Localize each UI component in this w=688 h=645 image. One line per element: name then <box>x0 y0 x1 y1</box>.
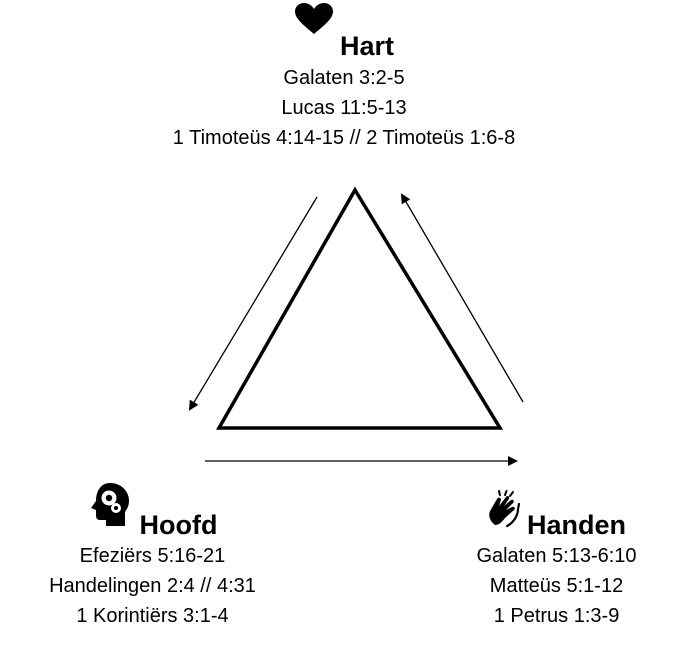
bible-reference: Efeziërs 5:16-21 <box>79 545 226 567</box>
bible-reference: Lucas 11:5-13 <box>281 97 407 119</box>
node-hoofd-title: Hoofd <box>0 483 305 539</box>
node-handen-label: Handen <box>526 510 626 540</box>
arrow-hart-to-hoofd <box>188 196 318 411</box>
bible-reference: Matteüs 5:1-12 <box>489 575 624 597</box>
node-hart-label: Hart <box>339 31 394 61</box>
node-handen-refs: Galaten 5:13-6:10 Matteüs 5:1-12 1 Petru… <box>425 541 688 631</box>
node-handen: Handen Galaten 5:13-6:10 Matteüs 5:1-12 … <box>425 483 688 631</box>
heart-icon <box>294 3 334 40</box>
arrow-handen-to-hart <box>400 193 524 403</box>
bible-reference: 1 Timoteüs 4:14-15 // 2 Timoteüs 1:6-8 <box>172 127 516 149</box>
node-handen-title: Handen <box>425 483 688 539</box>
node-hoofd-refs: Efeziërs 5:16-21 Handelingen 2:4 // 4:31… <box>0 541 305 631</box>
node-hoofd-label: Hoofd <box>139 510 218 540</box>
node-hart-title: Hart <box>94 3 594 61</box>
node-hoofd: Hoofd Efeziërs 5:16-21 Handelingen 2:4 /… <box>0 483 305 631</box>
center-triangle <box>215 186 504 430</box>
clapping-hands-icon <box>487 490 521 533</box>
node-hart: Hart Galaten 3:2-5 Lucas 11:5-13 1 Timot… <box>94 3 594 153</box>
bible-reference: 1 Korintiërs 3:1-4 <box>76 605 229 627</box>
bible-reference: Handelingen 2:4 // 4:31 <box>49 575 256 597</box>
head-gears-icon <box>88 482 134 533</box>
bible-reference: Galaten 5:13-6:10 <box>476 545 637 567</box>
bible-reference: 1 Petrus 1:3-9 <box>493 605 620 627</box>
node-hart-refs: Galaten 3:2-5 Lucas 11:5-13 1 Timoteüs 4… <box>94 63 594 153</box>
bible-reference: Galaten 3:2-5 <box>283 67 405 89</box>
